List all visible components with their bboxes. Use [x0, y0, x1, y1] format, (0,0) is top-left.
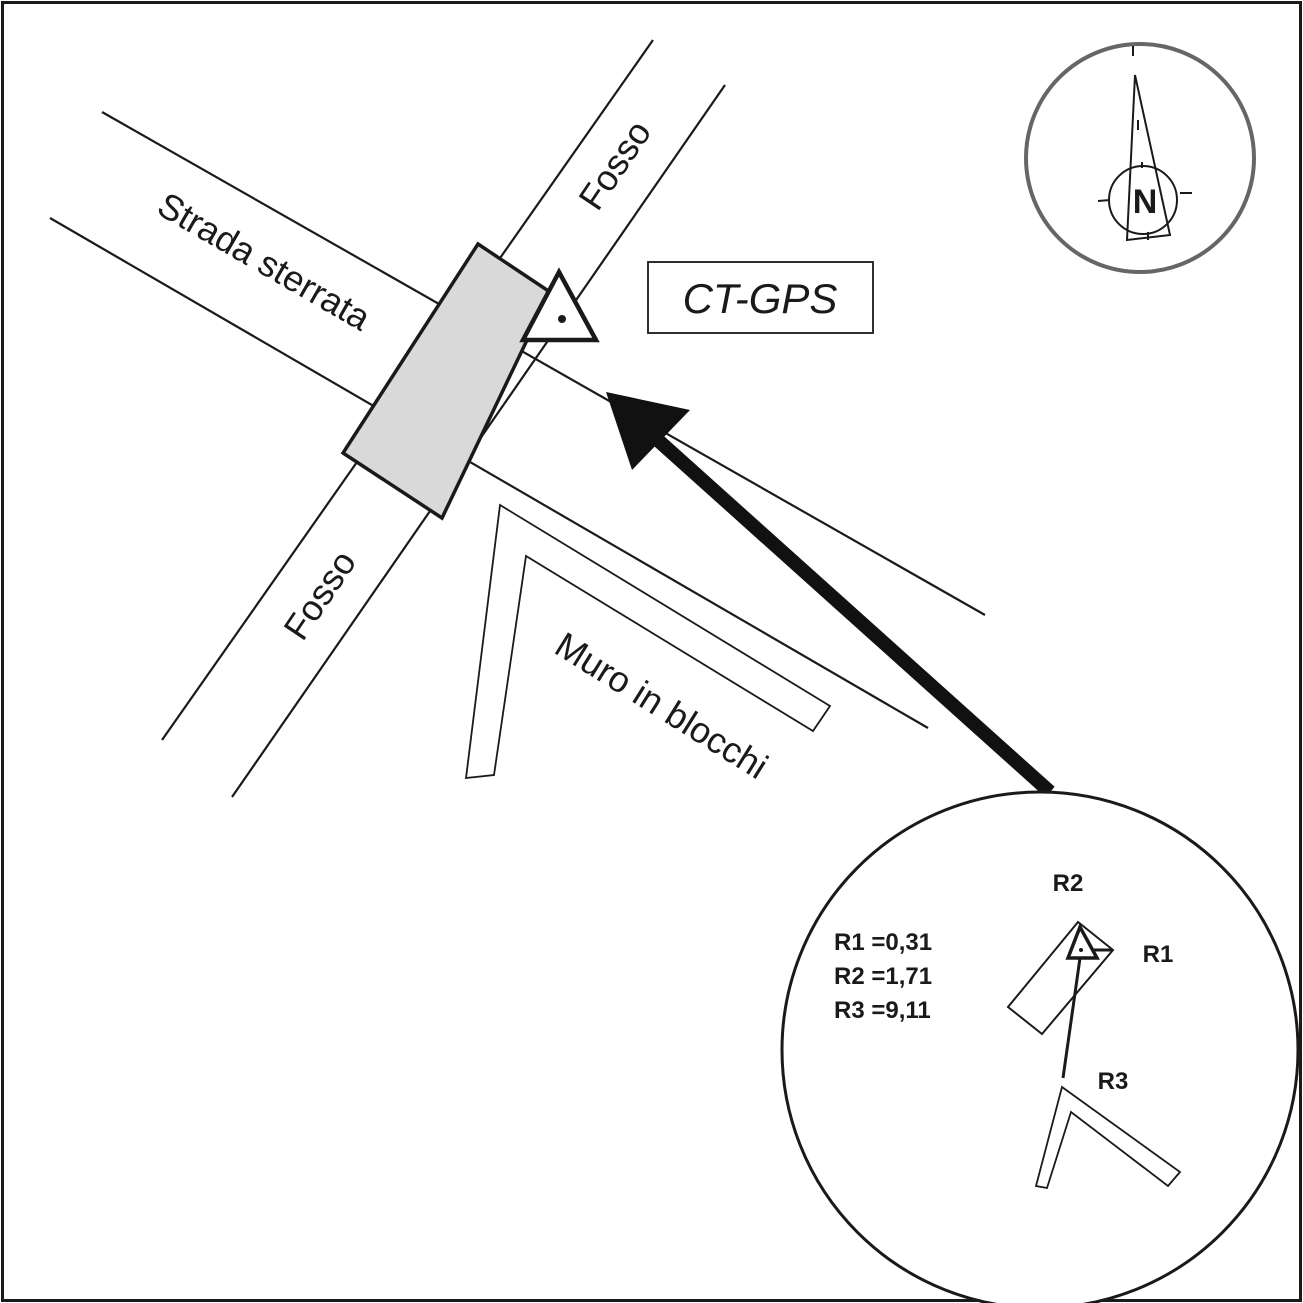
inset-station-marker [1065, 922, 1100, 960]
road-lines [49, 111, 986, 729]
station-label-box [647, 261, 874, 334]
r2-label: R2 [1053, 870, 1084, 897]
r1-label: R1 [1143, 941, 1174, 968]
north-label: N [1133, 183, 1158, 221]
direction-arrow [606, 392, 1055, 798]
gps-station-marker [519, 267, 600, 343]
station-label: CT-GPS [683, 275, 838, 322]
detail-inset: R2 R1 R3 R1 =0,31 R2 =1,71 R3 =9,11 [780, 790, 1300, 1303]
road-edge-lower [49, 217, 929, 729]
inset-r3-line [1061, 957, 1082, 1079]
inset-circle [780, 790, 1300, 1303]
road-edge-upper [101, 111, 986, 616]
bridge [340, 241, 553, 521]
inset-wall [1034, 1085, 1182, 1190]
measurement-r2: R2 =1,71 [834, 963, 932, 990]
measurement-r1: R1 =0,31 [834, 929, 932, 956]
north-arrow-compass: N [1024, 42, 1256, 274]
compass-ring [1024, 42, 1256, 274]
r3-label: R3 [1098, 1068, 1129, 1095]
measurement-r3: R3 =9,11 [834, 997, 931, 1024]
block-wall [464, 503, 832, 780]
